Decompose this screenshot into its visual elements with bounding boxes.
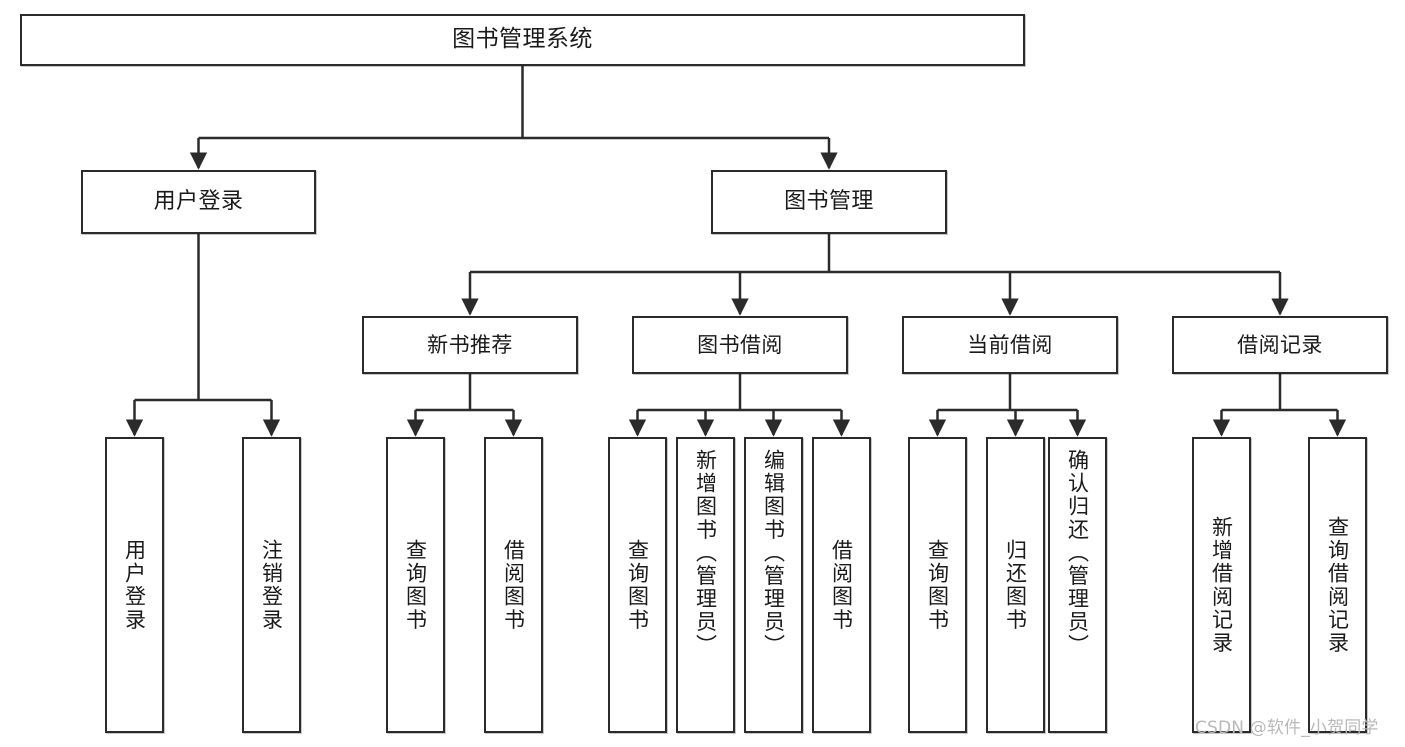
node-borrow-records[interactable]: 借阅记录 <box>1172 316 1388 374</box>
csdn-watermark: CSDN @软件_小贺同学 <box>1195 718 1379 738</box>
node-current-borrow[interactable]: 当前借阅 <box>902 316 1118 374</box>
node-label: 新增图书（管理员） <box>693 449 718 657</box>
node-label: 用户登录 <box>122 538 147 632</box>
leaf-node[interactable]: 归还图书 <box>986 437 1045 733</box>
leaf-node[interactable]: 注销登录 <box>242 437 301 733</box>
node-label: 新书推荐 <box>427 332 513 357</box>
leaf-node[interactable]: 确认归还（管理员） <box>1048 437 1107 733</box>
node-label: 借阅图书 <box>501 538 526 632</box>
node-label: 确认归还（管理员） <box>1065 449 1090 657</box>
node-label: 新增借阅记录 <box>1209 515 1234 655</box>
node-book-management[interactable]: 图书管理 <box>711 170 947 234</box>
leaf-node[interactable]: 查询图书 <box>608 437 667 733</box>
node-label: 借阅图书 <box>829 538 854 632</box>
node-label: 归还图书 <box>1003 538 1028 632</box>
node-label: 图书管理系统 <box>452 26 593 53</box>
node-label: 编辑图书（管理员） <box>761 449 786 657</box>
node-label: 查询图书 <box>625 538 650 632</box>
node-user-login[interactable]: 用户登录 <box>81 170 316 234</box>
node-label: 注销登录 <box>259 538 284 632</box>
node-label: 当前借阅 <box>967 332 1053 357</box>
leaf-node[interactable]: 用户登录 <box>105 437 164 733</box>
node-label: 查询图书 <box>403 538 428 632</box>
node-label: 查询图书 <box>925 538 950 632</box>
leaf-node[interactable]: 编辑图书（管理员） <box>744 437 803 733</box>
leaf-node[interactable]: 查询图书 <box>908 437 967 733</box>
node-label: 图书借阅 <box>697 332 783 357</box>
node-root-system[interactable]: 图书管理系统 <box>20 14 1025 66</box>
node-new-book-recommend[interactable]: 新书推荐 <box>362 316 578 374</box>
leaf-node[interactable]: 新增图书（管理员） <box>676 437 735 733</box>
node-book-borrow[interactable]: 图书借阅 <box>632 316 848 374</box>
leaf-node[interactable]: 新增借阅记录 <box>1192 437 1251 733</box>
leaf-node[interactable]: 借阅图书 <box>812 437 871 733</box>
node-label: 图书管理 <box>784 189 874 215</box>
leaf-node[interactable]: 查询借阅记录 <box>1308 437 1367 733</box>
node-label: 借阅记录 <box>1237 332 1323 357</box>
leaf-node[interactable]: 借阅图书 <box>484 437 543 733</box>
leaf-node[interactable]: 查询图书 <box>386 437 445 733</box>
node-label: 查询借阅记录 <box>1325 515 1350 655</box>
node-label: 用户登录 <box>153 189 244 215</box>
